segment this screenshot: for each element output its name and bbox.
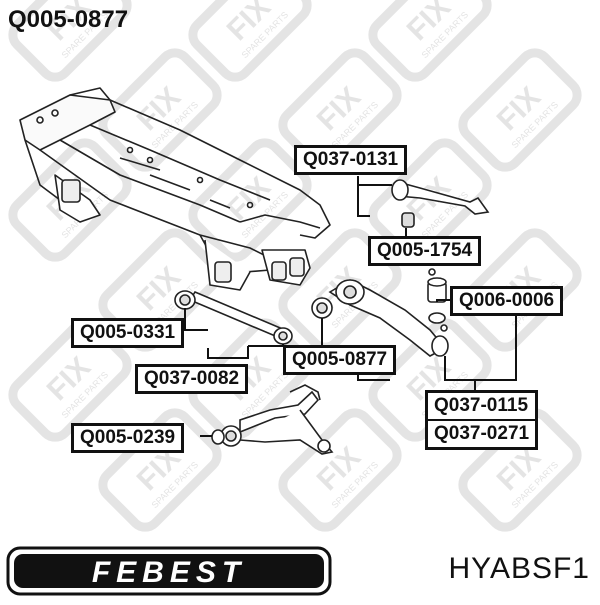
label-q037-0271: Q037-0271 bbox=[428, 419, 536, 447]
leader-lines bbox=[184, 176, 517, 437]
label-stack-lower-arm: Q037-0115 Q037-0271 bbox=[425, 390, 539, 450]
label-q037-0115: Q037-0115 bbox=[434, 395, 529, 416]
upper-arm-drawing bbox=[391, 179, 490, 228]
brand-logo: FEBEST bbox=[6, 546, 332, 596]
trailing-arm-drawing bbox=[211, 384, 334, 455]
label-q005-0877: Q005-0877 bbox=[283, 345, 397, 375]
subframe-drawing bbox=[19, 87, 331, 291]
watermark-brand: FIX bbox=[131, 261, 187, 317]
label-q005-0239: Q005-0239 bbox=[71, 423, 185, 453]
model-code: HYABSF1 bbox=[448, 552, 590, 585]
watermark-brand: FIX bbox=[41, 351, 97, 407]
brand-wordmark: FEBEST bbox=[92, 556, 246, 589]
watermark-brand: FIX bbox=[491, 81, 547, 137]
lower-arm-drawing bbox=[311, 279, 449, 357]
label-q037-0082: Q037-0082 bbox=[135, 364, 249, 394]
label-q037-0131: Q037-0131 bbox=[294, 145, 408, 175]
ball-joint-drawing bbox=[427, 268, 448, 332]
watermark-brand: FIX bbox=[311, 81, 367, 137]
lateral-link-drawing bbox=[174, 290, 293, 345]
label-q005-1754: Q005-1754 bbox=[368, 236, 482, 266]
label-q006-0006: Q006-0006 bbox=[450, 286, 564, 316]
page-title: Q005-0877 bbox=[8, 6, 129, 33]
label-q005-0331: Q005-0331 bbox=[71, 318, 185, 348]
